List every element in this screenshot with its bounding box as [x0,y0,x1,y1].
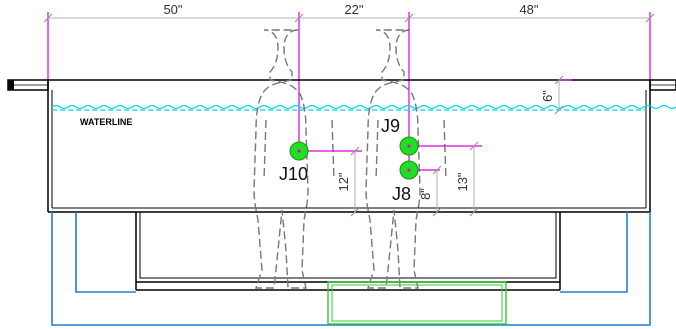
jet-label-j9: J9 [381,116,400,136]
tub-rim [7,79,676,91]
vertical-dimension-13: 13" [455,141,479,217]
vertical-dimension-8: 8" [418,165,442,217]
seated-figure-left [253,29,335,289]
plumbing-lines [51,212,651,326]
jet-j10[interactable]: J10 [279,141,309,184]
dimension-label-50: 50" [163,2,182,17]
seated-figure-right [365,29,447,289]
waterline: WATERLINE [51,104,676,127]
dimension-label-22: 22" [344,2,363,17]
vertical-dimension-label-8: 8" [418,188,433,200]
waterline-label: WATERLINE [80,117,132,127]
jet-j9[interactable]: J9 [381,116,419,156]
vertical-dimension-label-13: 13" [455,172,470,191]
depth-dimension-label: 6" [540,90,555,102]
depth-dimension: 6" [540,75,572,115]
vertical-dimension-label-12: 12" [336,172,351,191]
jet-leaders [299,145,482,171]
dimension-label-48: 48" [519,2,538,17]
jet-j8[interactable]: J8 [392,160,419,204]
vertical-dimension-12: 12" [336,146,360,217]
jet-label-j10: J10 [279,164,308,184]
jet-label-j8: J8 [392,184,411,204]
top-dimension-group: 50" 22" 48" [43,2,655,150]
tub-body [47,79,651,291]
step-box [327,281,507,325]
